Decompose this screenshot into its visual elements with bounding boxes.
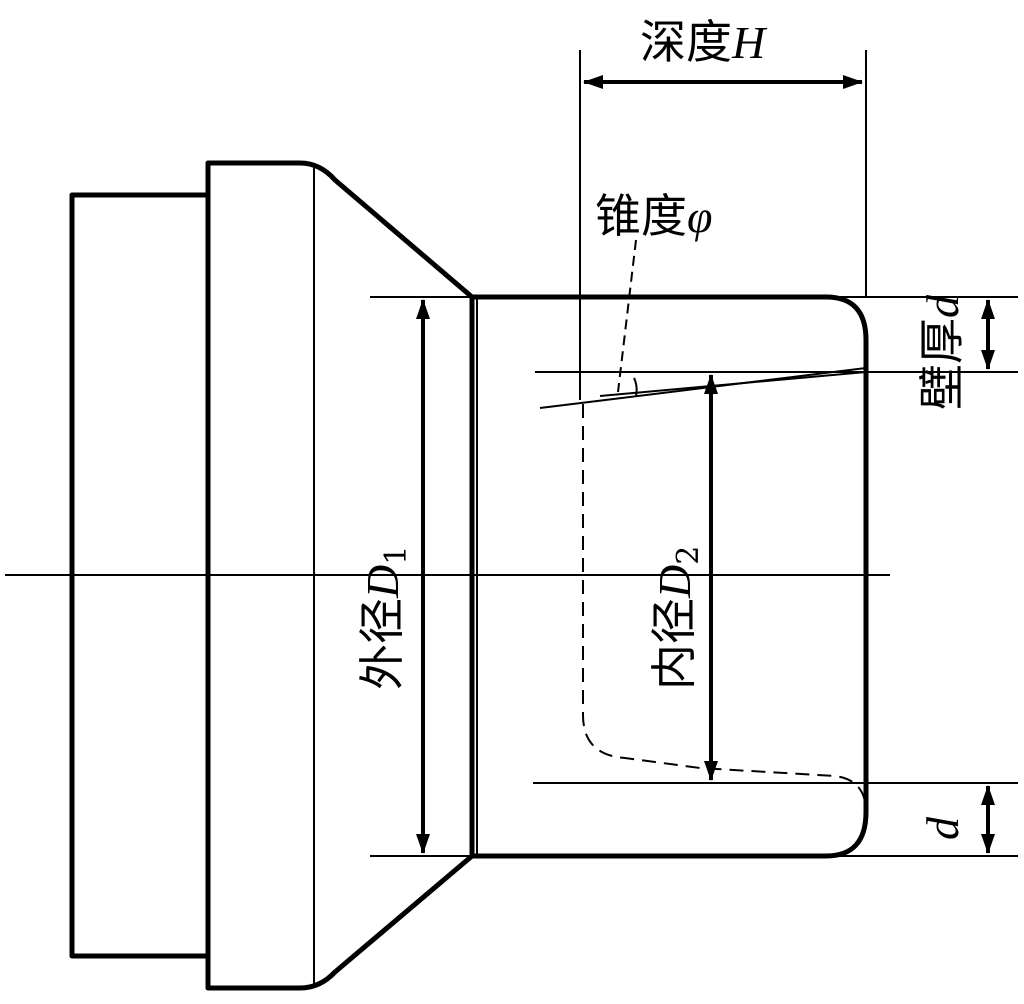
inner-diameter-label-text: 内径 [647, 598, 701, 690]
hidden-bore-outline [582, 404, 867, 813]
dimension-lines [416, 75, 995, 854]
taper-line [539, 367, 867, 409]
taper-reference-line [599, 371, 867, 397]
inner-diameter-label: 内径D2 [647, 546, 706, 690]
taper-label-text: 锥度 [595, 189, 687, 243]
outer-diameter-label: 外径D1 [355, 546, 414, 690]
bottom-wall-label-symbol: d [917, 816, 968, 840]
depth-label-symbol: H [731, 17, 768, 68]
wall-thickness-label-symbol: d [917, 294, 968, 318]
construction-lines [5, 50, 1018, 985]
depth-label: 深度H [640, 15, 768, 69]
wall-thickness-label-text: 壁厚 [915, 318, 969, 410]
outer-diameter-label-subscript: 1 [379, 546, 414, 565]
taper-label-symbol: φ [687, 191, 712, 242]
taper-label: 锥度φ [595, 189, 712, 243]
taper-leader-line [617, 239, 637, 393]
depth-label-text: 深度 [640, 15, 732, 69]
taper-angle-arc [633, 377, 638, 397]
inner-diameter-label-subscript: 2 [671, 546, 706, 565]
bottom-wall-label: d [917, 816, 968, 840]
outer-diameter-label-text: 外径 [355, 598, 409, 690]
inner-diameter-label-symbol: D [649, 565, 700, 599]
wall-thickness-label: 壁厚d [915, 294, 969, 410]
outer-diameter-label-symbol: D [357, 565, 408, 599]
